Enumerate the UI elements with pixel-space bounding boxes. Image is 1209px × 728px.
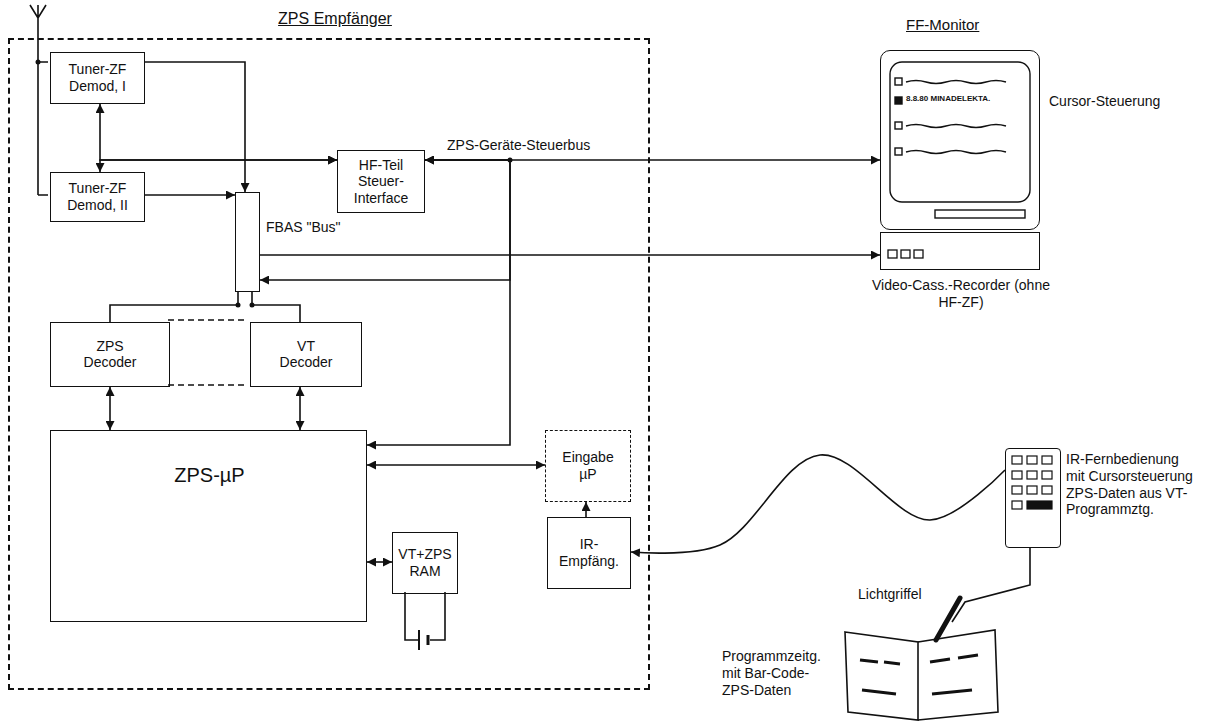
cursor-square: [895, 78, 902, 85]
connector: [952, 548, 1030, 622]
connector: [100, 160, 337, 172]
decoder-box: ZPS Decoder: [50, 322, 170, 387]
battery-plate: [427, 635, 430, 645]
node-text: VT Decoder: [274, 338, 338, 372]
remote-control: IR-Fernbedienung mit Cursorsteuerung ZPS…: [1005, 448, 1061, 548]
battery: [405, 592, 445, 650]
vcr-buttons: [888, 250, 923, 258]
connector: [109, 387, 111, 430]
remote-key: [1042, 471, 1052, 479]
connector: [585, 502, 587, 517]
tuner-box: Tuner-ZF Demod, II: [50, 172, 145, 222]
cursor-square: [895, 148, 902, 155]
ir-receiver-box: IR-Empfäng.: [547, 517, 631, 589]
battery-plate: [418, 630, 420, 650]
button: [901, 250, 910, 258]
remote-keys: [1012, 456, 1052, 509]
processor-box: ZPS-µP: [50, 430, 367, 622]
memory-box: VT+ZPS RAM: [392, 532, 458, 594]
monitor-screen: [890, 62, 1030, 218]
decoder-joint: [168, 320, 248, 385]
button: [914, 250, 923, 258]
battery-wire: [405, 592, 445, 640]
booklet-page: [918, 630, 998, 720]
connector: [367, 561, 392, 563]
remote-key: [1027, 501, 1052, 509]
monitor: FF-MonitorCursor-Steuerung: [880, 50, 1040, 230]
connector: [145, 62, 245, 192]
program-guide: Programmzeitg. mit Bar-Code-ZPS-Daten: [840, 622, 1000, 720]
receiver-boundary: ZPS EmpfängerTuner-ZF Demod, ITuner-ZF D…: [8, 38, 650, 690]
remote-key: [1012, 501, 1022, 509]
connector: [145, 194, 235, 196]
remote-key: [1012, 471, 1022, 479]
button: [888, 250, 897, 258]
connector: [367, 464, 545, 466]
remote-key: [1042, 456, 1052, 464]
remote-key: [1027, 486, 1037, 494]
light-pen: [936, 598, 960, 640]
remote-key: [1012, 486, 1022, 494]
screen-text: 8.8.80 MINADELEKTA.: [906, 94, 990, 104]
remote-key: [1027, 471, 1037, 479]
node-text: Video-Cass.-Recorder (ohne HF-ZF): [871, 277, 1051, 311]
input-processor-box: Eingabe µP: [545, 430, 631, 502]
node-text: Tuner-ZF Demod, I: [51, 61, 144, 95]
antenna-symbol: [30, 5, 48, 195]
bus-label: ZPS-Geräte-Steuerbus: [445, 137, 592, 154]
screen-line: [906, 81, 1006, 84]
video-recorder: Video-Cass.-Recorder (ohne HF-ZF): [880, 232, 1040, 270]
node-text: ZPS-µP: [51, 463, 368, 487]
node-text: VT+ZPS RAM: [395, 546, 455, 580]
booklet: [845, 630, 998, 720]
decoder-box: VT Decoder: [250, 322, 362, 387]
screen-line: [906, 151, 1006, 154]
bar-code: [860, 655, 978, 694]
node-text: FBAS "Bus": [266, 219, 341, 236]
node-text: Programmzeitg. mit Bar-Code-ZPS-Daten: [722, 648, 834, 698]
booklet-page: [845, 632, 918, 720]
node-text: FF-Monitor: [906, 16, 979, 34]
node-text: Eingabe µP: [557, 449, 619, 483]
connector: [252, 292, 300, 322]
interface-box: HF-Teil Steuer-Interface: [337, 150, 425, 213]
bus-box: FBAS "Bus": [235, 192, 260, 292]
connector: [110, 292, 238, 322]
antenna: [30, 5, 48, 195]
part-label: Lichtgriffel: [858, 586, 922, 603]
connector: [299, 387, 301, 430]
node-text: IR-Empfäng.: [558, 536, 620, 570]
screen: [890, 62, 1030, 202]
junction-dot: [36, 60, 41, 65]
node-text: HF-Teil Steuer-Interface: [338, 156, 424, 206]
connector: [631, 455, 1005, 553]
cursor-square: [895, 122, 902, 129]
remote-key: [1027, 456, 1037, 464]
cursor-square: [895, 97, 902, 104]
node-text: IR-Fernbedienung mit Cursorsteuerung ZPS…: [1066, 451, 1201, 518]
remote-key: [1012, 456, 1022, 464]
tuner-box: Tuner-ZF Demod, I: [50, 52, 145, 104]
node-text: ZPS Decoder: [78, 338, 142, 372]
connector: [100, 104, 337, 160]
node-text: Tuner-ZF Demod, II: [51, 180, 144, 214]
remote-key: [1042, 486, 1052, 494]
screen-line: [906, 125, 1006, 128]
control-strip: [935, 210, 1025, 218]
connector: [260, 254, 880, 256]
node-text: ZPS Empfänger: [210, 9, 460, 28]
node-text: Cursor-Steuerung: [1049, 93, 1161, 110]
